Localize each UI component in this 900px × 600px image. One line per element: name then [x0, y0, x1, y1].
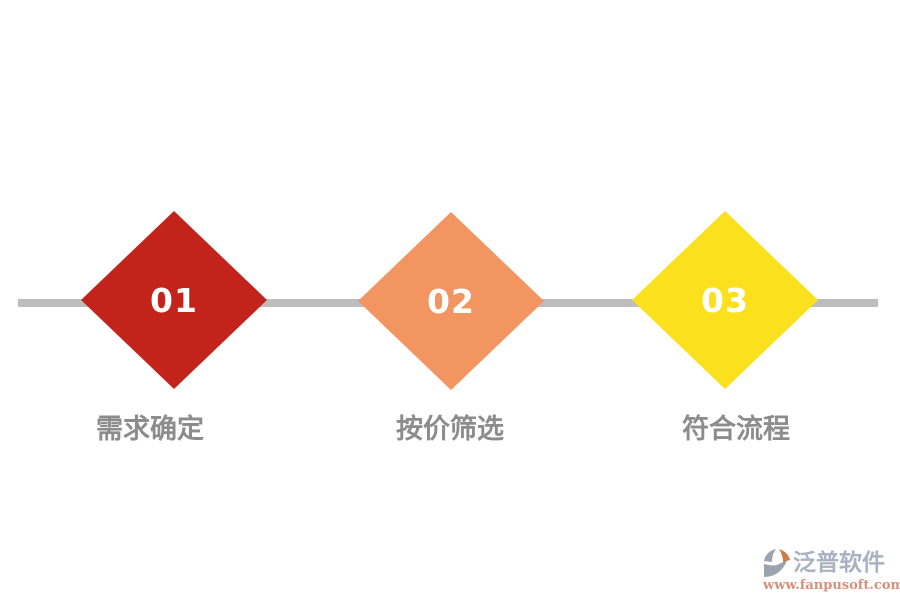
fanpu-logo-icon	[764, 549, 790, 577]
fanpu-watermark-row: 泛普软件	[763, 548, 895, 578]
fanpu-watermark: 泛普软件 www.fanpusoft.com	[763, 548, 900, 593]
step-number: 02	[427, 281, 475, 321]
step-3: 03	[632, 211, 818, 389]
step-label: 需求确定	[96, 414, 204, 445]
step-number: 01	[150, 280, 198, 320]
step-label: 符合流程	[682, 414, 790, 445]
fanpu-brand-text: 泛普软件	[793, 550, 885, 576]
fanpu-url-text: www.fanpusoft.com	[763, 578, 900, 593]
step-1: 01	[81, 211, 267, 389]
step-label: 按价筛选	[396, 414, 504, 445]
step-number: 03	[701, 280, 749, 320]
step-2: 02	[358, 212, 544, 390]
